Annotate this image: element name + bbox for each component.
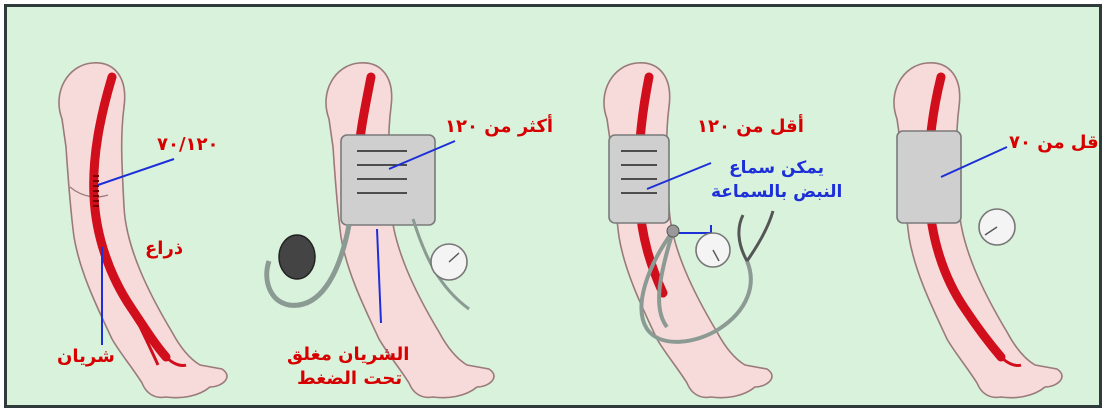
panel-2-reading: أكثر من ١٢٠: [445, 117, 553, 138]
panel-3-note-line1: يمكن سماع: [729, 159, 824, 179]
panel-3-arm: [604, 63, 773, 398]
panel-2-note-line2: تحت الضغط: [297, 369, 402, 390]
panel-2-note-line1: الشريان مغلق: [287, 345, 409, 366]
panel-4-reading: أقل من ٧٠: [1009, 133, 1102, 154]
panel-4-gauge: [979, 209, 1015, 245]
diagram-frame: ٧٠/١٢٠ ذراع شريان أكثر من ١٢٠ الشريان مغ…: [4, 4, 1102, 408]
panel-1-arm-label: ذراع: [145, 239, 183, 260]
panel-1-artery-label: شريان: [57, 347, 115, 368]
panel-3-note-line2: النبض بالسماعة: [711, 183, 842, 203]
panel-3-gauge: [696, 233, 730, 267]
panel-4-arm: [894, 63, 1062, 398]
panel-2-gauge: [431, 244, 467, 280]
panel-1-reading: ٧٠/١٢٠: [157, 135, 219, 156]
blood-pressure-illustration: [7, 7, 1099, 405]
panel-3-reading: أقل من ١٢٠: [697, 117, 804, 138]
